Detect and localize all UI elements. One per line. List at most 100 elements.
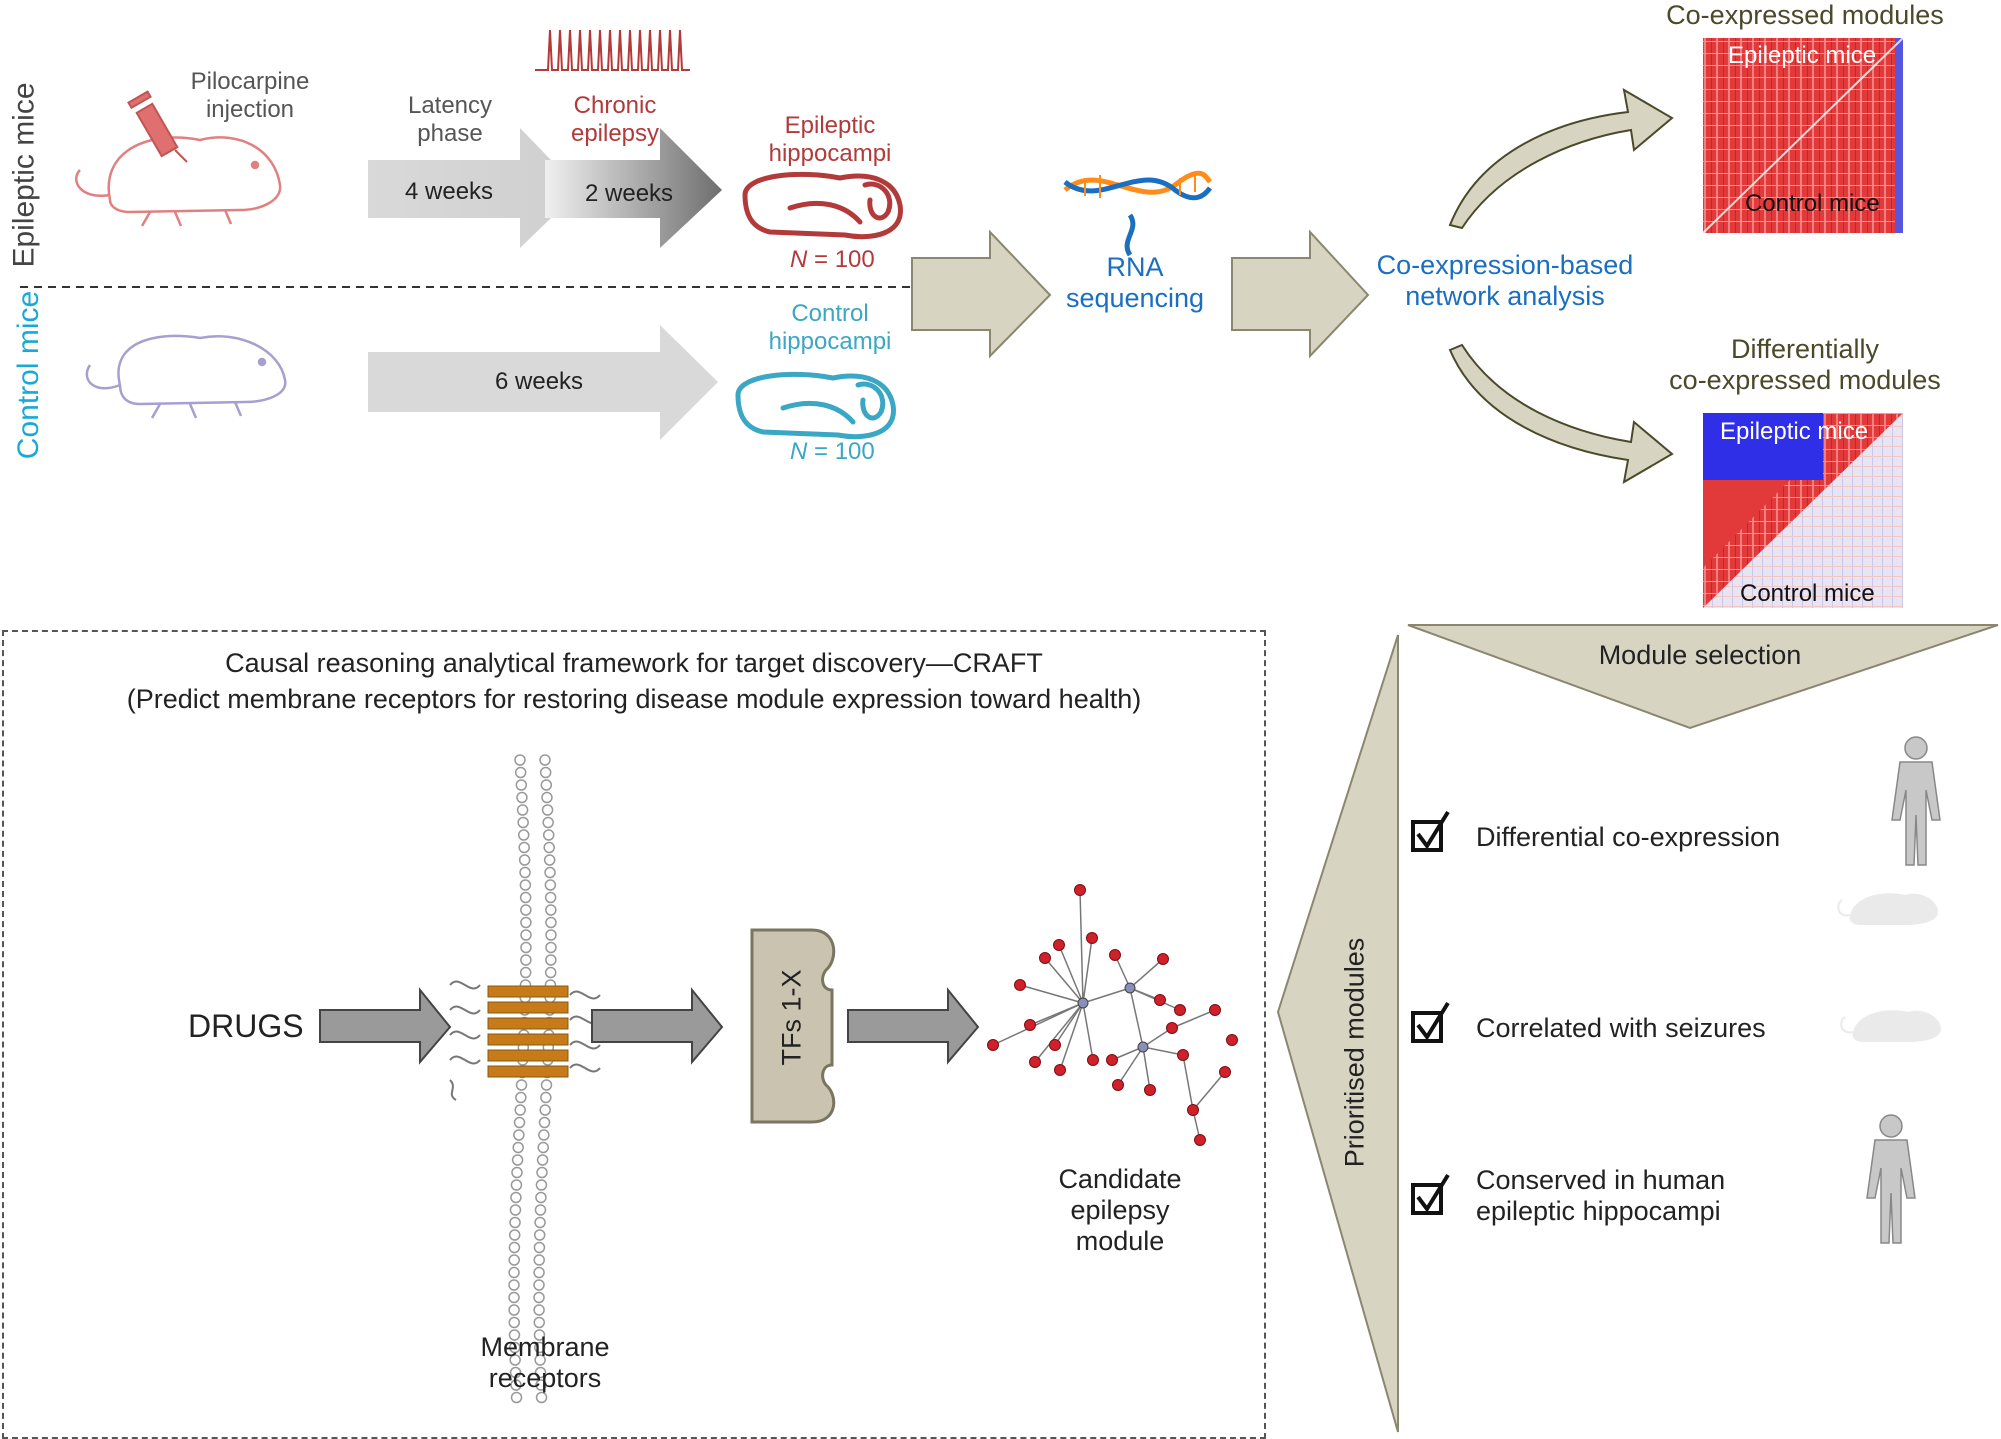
network-node bbox=[1209, 1004, 1221, 1016]
arrow-to-rna-seq bbox=[911, 229, 1052, 359]
tfs-shape bbox=[750, 928, 836, 1124]
network-node bbox=[1219, 1066, 1231, 1078]
network-node bbox=[1106, 1054, 1118, 1066]
lipid-bead bbox=[534, 1216, 546, 1229]
lipid-bead bbox=[533, 1229, 546, 1241]
lipid-bead bbox=[533, 1266, 545, 1279]
lipid-bead bbox=[511, 1154, 524, 1166]
network-edge bbox=[1058, 944, 1084, 1004]
lipid-bead bbox=[535, 1191, 547, 1204]
lipid-bead bbox=[519, 966, 532, 979]
lipid-bead bbox=[533, 1291, 545, 1304]
network-node bbox=[1174, 1004, 1186, 1016]
lipid-bead bbox=[536, 1154, 549, 1166]
coexpressed-heatmap bbox=[1702, 37, 1904, 234]
lipid-bead bbox=[510, 1391, 523, 1404]
module-selection-triangle bbox=[1407, 624, 1999, 730]
lipid-bead bbox=[519, 879, 532, 891]
lipid-bead bbox=[534, 1204, 547, 1216]
lipid-bead bbox=[538, 1129, 550, 1141]
lipid-bead bbox=[534, 1366, 547, 1379]
side-label-control: Control mice bbox=[12, 290, 46, 460]
network-node bbox=[987, 1039, 999, 1051]
lipid-bead bbox=[545, 904, 557, 916]
lipid-bead bbox=[515, 1079, 528, 1091]
lipid-bead bbox=[544, 891, 557, 904]
lipid-bead bbox=[538, 1116, 551, 1129]
lipid-bead bbox=[545, 941, 557, 954]
rna-sequencing-label: RNA sequencing bbox=[1065, 252, 1205, 314]
network-node bbox=[1029, 1056, 1041, 1068]
lipid-bead bbox=[543, 841, 555, 854]
coexpressed-title: Co-expressed modules bbox=[1666, 0, 1944, 30]
arrow-2-weeks bbox=[545, 128, 722, 248]
lipid-bead bbox=[533, 1241, 546, 1254]
lipid-bead bbox=[534, 1354, 546, 1366]
network-node bbox=[1166, 1022, 1178, 1034]
network-node bbox=[1112, 1079, 1124, 1091]
lipid-bead bbox=[544, 966, 557, 979]
network-node bbox=[1177, 1049, 1189, 1061]
craft-title-line2: (Predict membrane receptors for restorin… bbox=[126, 684, 1142, 714]
lipid-bead bbox=[545, 954, 557, 966]
lipid-bead bbox=[533, 1279, 545, 1291]
prioritised-modules-label: Prioritised modules bbox=[1339, 937, 1370, 1168]
network-node bbox=[1144, 1084, 1156, 1096]
lipid-bead bbox=[509, 1354, 521, 1366]
lipid-bead bbox=[519, 866, 531, 879]
coexpressed-upper-label: Epileptic mice bbox=[1728, 42, 1877, 69]
lipid-bead bbox=[540, 1079, 553, 1091]
epileptic-n-label: N = 100 bbox=[790, 246, 875, 273]
network-edge bbox=[1142, 1046, 1151, 1091]
latency-label: Latency phase bbox=[407, 92, 493, 147]
lipid-bead bbox=[512, 1141, 524, 1154]
network-hub-node bbox=[1137, 1041, 1149, 1053]
lipid-bead bbox=[510, 1191, 522, 1204]
lipid-bead bbox=[509, 1366, 522, 1379]
candidate-module-network bbox=[987, 884, 1238, 1146]
network-edge bbox=[1182, 1054, 1194, 1111]
lipid-bead bbox=[537, 1141, 549, 1154]
arrow-4-weeks-label: 4 weeks bbox=[405, 178, 494, 205]
pilocarpine-label: Pilocarpine injection bbox=[190, 68, 310, 123]
arrow-2-weeks-label: 2 weeks bbox=[585, 180, 674, 207]
syringe-icon bbox=[127, 90, 188, 163]
network-edge bbox=[1114, 954, 1131, 989]
diff-upper-label: Epileptic mice bbox=[1720, 418, 1869, 445]
lipid-bead bbox=[543, 854, 556, 866]
lipid-bead bbox=[508, 1291, 520, 1304]
lipid-bead bbox=[534, 1341, 546, 1354]
criterion-differential: Differential co-expression bbox=[1476, 822, 1781, 852]
lipid-bead bbox=[540, 779, 553, 791]
network-node bbox=[1087, 1054, 1099, 1066]
lipid-bead bbox=[520, 916, 532, 929]
lipid-bead bbox=[510, 1179, 523, 1191]
lipid-bead bbox=[536, 1166, 548, 1179]
lipid-bead bbox=[518, 854, 531, 866]
network-edge bbox=[1192, 1071, 1226, 1111]
network-edge bbox=[1059, 1002, 1084, 1071]
lipid-bead bbox=[533, 1329, 546, 1341]
lipid-bead bbox=[544, 879, 557, 891]
lipid-bead bbox=[509, 1341, 521, 1354]
lipid-bead bbox=[508, 1279, 520, 1291]
lipid-bead bbox=[542, 816, 554, 829]
lipid-bead bbox=[511, 1166, 523, 1179]
membrane-receptors-label: Membrane receptors bbox=[480, 1332, 610, 1394]
coexpressed-lower-label: Control mice bbox=[1745, 190, 1880, 217]
network-node bbox=[1054, 1064, 1066, 1076]
seizure-spike-train-icon bbox=[535, 29, 690, 71]
lipid-bead bbox=[517, 829, 530, 841]
network-node bbox=[1039, 952, 1051, 964]
lipid-bead bbox=[520, 929, 532, 941]
lipid-bead bbox=[544, 866, 556, 879]
network-node bbox=[1226, 1034, 1238, 1046]
network-edge bbox=[1019, 984, 1084, 1004]
mouse-icon bbox=[1837, 893, 1938, 925]
side-label-epileptic: Epileptic mice bbox=[7, 82, 41, 268]
network-edge bbox=[1034, 1002, 1084, 1063]
network-node bbox=[1053, 939, 1065, 951]
lipid-bead bbox=[513, 1116, 526, 1129]
arrow-6-weeks-label: 6 weeks bbox=[495, 368, 584, 395]
lipid-bead bbox=[514, 754, 526, 766]
